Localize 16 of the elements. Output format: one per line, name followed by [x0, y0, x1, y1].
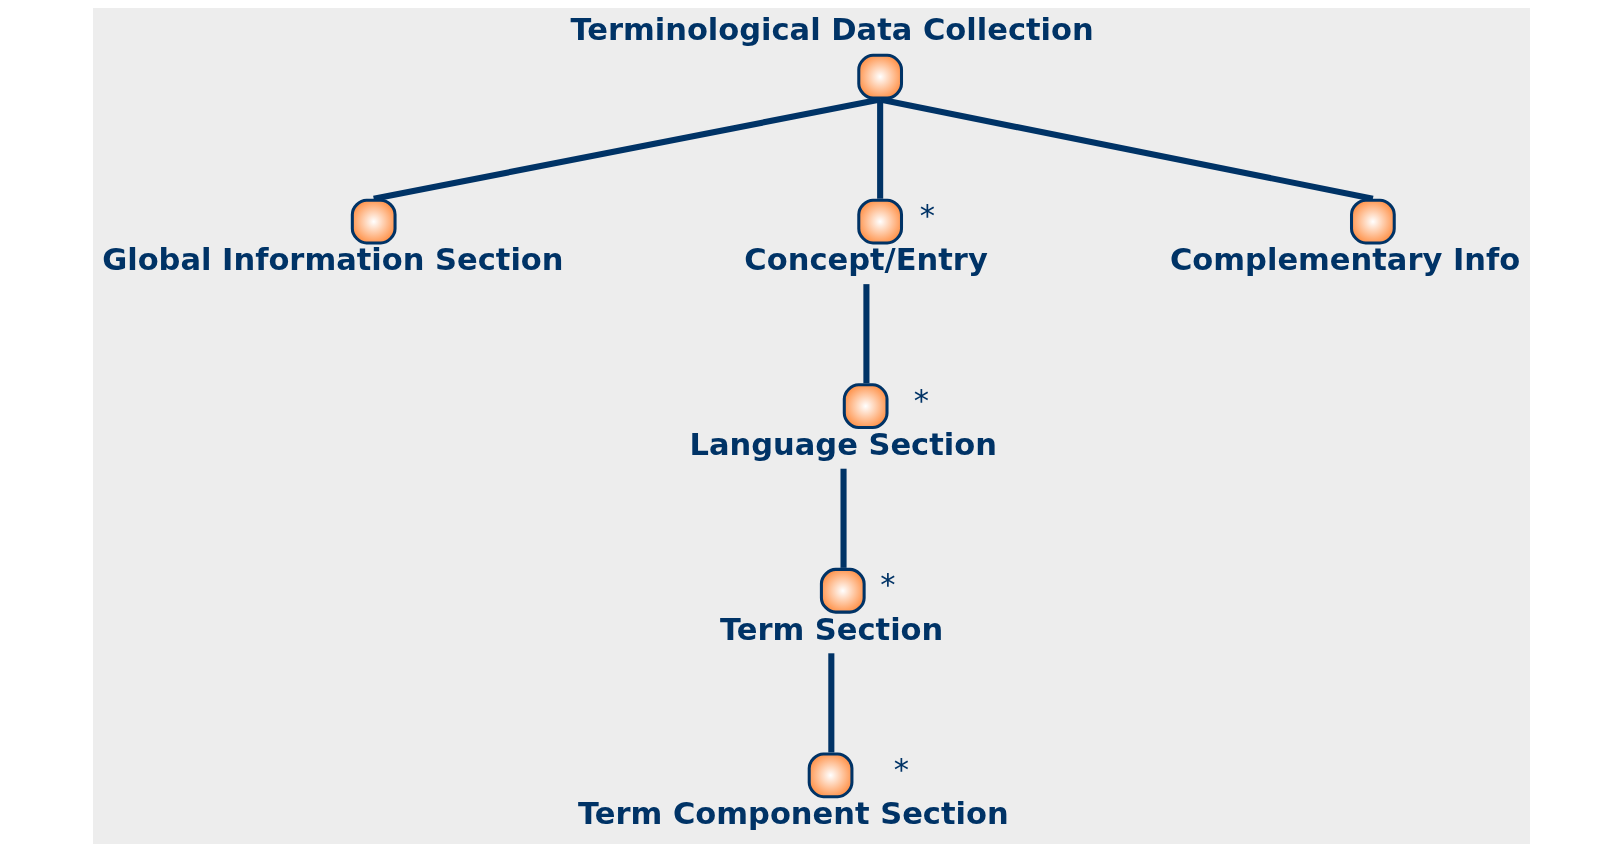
node-label: Term Section [719, 611, 944, 647]
connector [877, 99, 884, 199]
node-label: Term Component Section [578, 796, 1009, 832]
node-label: * [880, 567, 896, 603]
node-label: Global Information Section [102, 242, 564, 278]
node-label: Concept/Entry [744, 242, 988, 278]
connector [840, 468, 847, 568]
node-label: * [893, 751, 910, 787]
connector [863, 284, 870, 384]
node-label: * [913, 382, 929, 418]
node-label: Complementary Info [1169, 242, 1521, 278]
node-label: * [919, 198, 936, 234]
node-label: Language Section [689, 426, 997, 462]
connector [828, 653, 835, 753]
node-label: Terminological Data Collection [570, 12, 1094, 48]
connector [879, 96, 1374, 202]
